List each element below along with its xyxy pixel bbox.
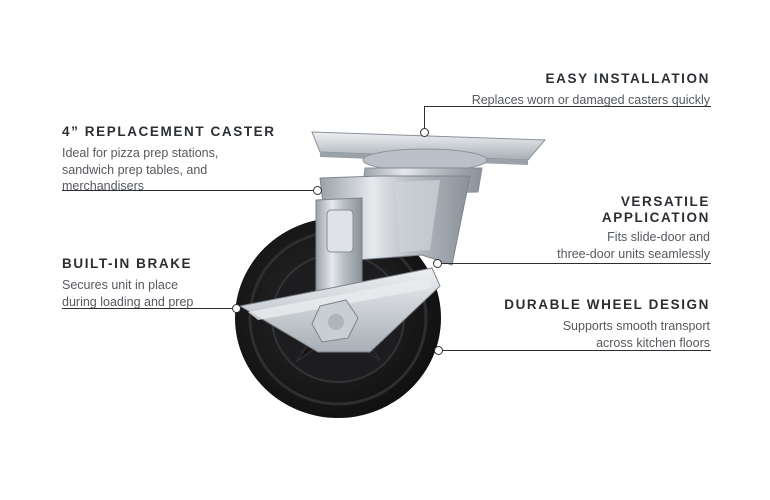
built-in-brake-line: Secures unit in place	[62, 278, 179, 292]
versatile-application-title-line: APPLICATION	[601, 210, 710, 225]
replacement-caster-leader-line	[62, 190, 316, 192]
versatile-application-text: Fits slide-door and three-door units sea…	[470, 229, 710, 262]
durable-wheel-line: Supports smooth transport	[562, 319, 710, 333]
built-in-brake-callout: BUILT-IN BRAKE Secures unit in place dur…	[62, 256, 262, 310]
built-in-brake-line: during loading and prep	[62, 294, 194, 309]
durable-wheel-marker	[434, 346, 443, 355]
durable-wheel-title: DURABLE WHEEL DESIGN	[504, 297, 710, 312]
replacement-caster-line: sandwich prep tables, and	[62, 162, 208, 177]
built-in-brake-marker	[232, 304, 241, 313]
easy-installation-marker	[420, 128, 429, 137]
versatile-application-marker	[433, 259, 442, 268]
replacement-caster-line: merchandisers	[62, 179, 144, 193]
versatile-application-line: three-door units seamlessly	[557, 246, 710, 261]
easy-installation-callout: EASY INSTALLATION Replaces worn or damag…	[410, 71, 710, 109]
easy-installation-text: Replaces worn or damaged casters quickly	[471, 93, 710, 107]
brake-arm	[238, 197, 441, 353]
mounting-plate	[311, 131, 547, 172]
built-in-brake-text: Secures unit in place during loading and…	[62, 277, 262, 310]
replacement-caster-marker	[313, 186, 322, 195]
easy-installation-leader-drop	[424, 106, 426, 132]
versatile-application-leader-line	[440, 263, 711, 265]
durable-wheel-line: across kitchen floors	[596, 335, 710, 350]
versatile-application-title-line: VERSATILE	[620, 194, 710, 209]
durable-wheel-text: Supports smooth transport across kitchen…	[460, 318, 710, 351]
replacement-caster-line: Ideal for pizza prep stations,	[62, 146, 219, 160]
versatile-application-title: VERSATILE APPLICATION	[470, 194, 710, 226]
replacement-caster-text: Ideal for pizza prep stations, sandwich …	[62, 145, 292, 195]
replacement-caster-title: 4” REPLACEMENT CASTER	[62, 124, 276, 139]
built-in-brake-title: BUILT-IN BRAKE	[62, 256, 193, 271]
built-in-brake-leader-line	[62, 308, 234, 310]
durable-wheel-callout: DURABLE WHEEL DESIGN Supports smooth tra…	[460, 297, 710, 351]
durable-wheel-leader-line	[442, 350, 711, 352]
versatile-application-callout: VERSATILE APPLICATION Fits slide-door an…	[470, 194, 710, 262]
easy-installation-title: EASY INSTALLATION	[545, 71, 710, 86]
replacement-caster-callout: 4” REPLACEMENT CASTER Ideal for pizza pr…	[62, 124, 292, 195]
easy-installation-leader-line	[425, 106, 711, 108]
versatile-application-line: Fits slide-door and	[607, 230, 710, 244]
